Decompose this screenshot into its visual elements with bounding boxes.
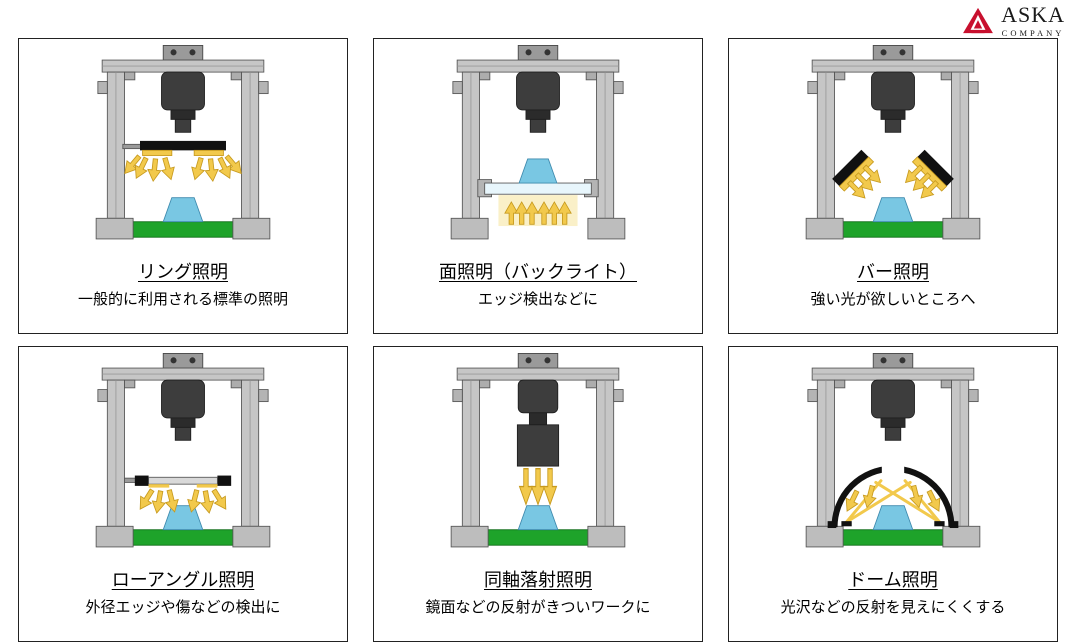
workpiece [162,505,204,531]
workpiece [872,197,914,223]
card-title: バー照明 [857,262,929,282]
camera [161,71,205,133]
camera [161,379,205,441]
card-description: 強い光が欲しいところへ [810,291,976,308]
card-low-angle-lighting: ローアングル照明 外径エッジや傷などの検出に [18,346,348,642]
workpiece [162,197,204,223]
camera [516,71,560,133]
camera [871,379,915,441]
low-angle-lighting-illustration [19,350,347,565]
dome-lighting-illustration [729,350,1057,565]
card-backlight: 面照明（バックライト） エッジ検出などに [373,38,703,334]
workpiece [872,505,914,531]
card-dome-lighting: ドーム照明 光沢などの反射を見えにくくする [728,346,1058,642]
ring-lighting-illustration [19,42,347,257]
lighting-types-grid: リング照明 一般的に利用される標準の照明 [18,38,1058,642]
camera [871,71,915,133]
card-title: ドーム照明 [848,570,938,590]
backlight-panel [477,179,599,198]
ring-light-fixture [122,140,226,156]
card-description: エッジ検出などに [477,291,598,308]
camera-with-coaxial-unit [516,379,560,467]
card-description: 光沢などの反射を見えにくくする [780,599,1006,616]
card-title: 同軸落射照明 [484,570,592,590]
company-name-sub: COMPANY [1001,28,1065,38]
light-rays [840,479,946,524]
dome-light-fixture [827,462,959,529]
workpiece [518,158,558,184]
aska-triangle-icon [963,7,994,33]
low-angle-light-fixture [124,475,232,488]
card-description: 一般的に利用される標準の照明 [77,291,288,308]
coaxial-lighting-illustration [374,350,702,565]
company-logo: ASKA COMPANY [962,4,1065,38]
light-rays [518,467,558,506]
card-coaxial-lighting: 同軸落射照明 鏡面などの反射がきついワークに [373,346,703,642]
card-bar-lighting: バー照明 強い光が欲しいところへ [728,38,1058,334]
card-title: ローアングル照明 [111,570,255,590]
card-description: 外径エッジや傷などの検出に [85,599,281,616]
card-ring-lighting: リング照明 一般的に利用される標準の照明 [18,38,348,334]
workpiece [517,505,559,531]
card-description: 鏡面などの反射がきついワークに [425,599,651,616]
company-name-main: ASKA [1001,2,1065,27]
company-name: ASKA COMPANY [1001,4,1065,38]
light-rays [119,151,247,183]
card-title: 面照明（バックライト） [439,262,637,282]
backlight-illustration [374,42,702,257]
card-title: リング照明 [138,262,228,282]
bar-lighting-illustration [729,42,1057,257]
